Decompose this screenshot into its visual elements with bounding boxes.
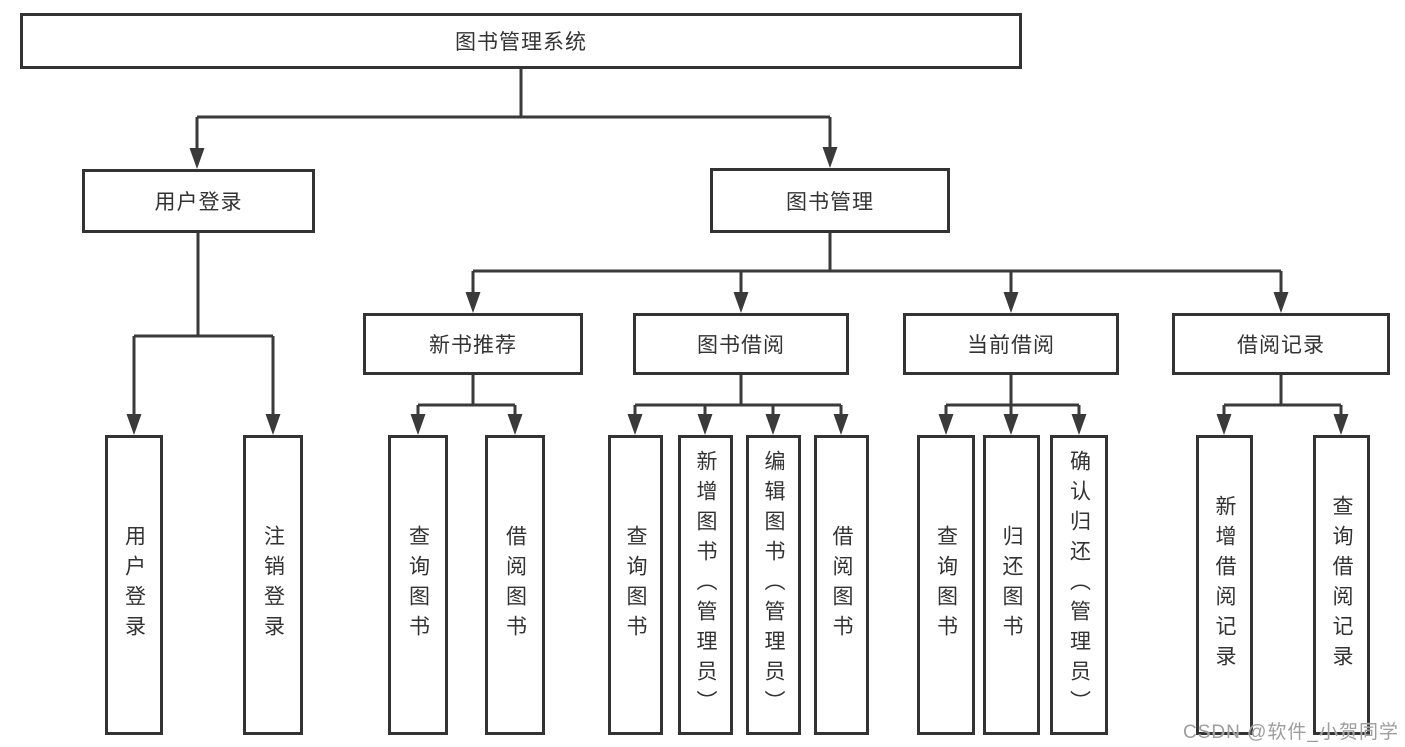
leaf-return-book: 归还图书	[983, 435, 1040, 735]
leaf-query-borrow-record: 查询借阅记录	[1313, 435, 1370, 735]
leaf-query-book-2: 查询图书	[608, 435, 663, 735]
node-label: 图书管理系统	[455, 31, 587, 54]
node-book-management: 图书管理	[710, 168, 950, 233]
connector-book-borrow-to-leaves	[627, 375, 849, 435]
leaf-add-book-admin: 新增图书（管理员）	[678, 435, 733, 735]
node-label: 图书借阅	[697, 334, 785, 357]
connector-user-login-to-leaves	[126, 233, 281, 435]
node-label: 图书管理	[786, 190, 874, 214]
node-label: 当前借阅	[967, 334, 1055, 357]
leaf-label: 查询图书	[406, 525, 430, 645]
leaf-label: 借阅图书	[830, 525, 853, 645]
node-label: 借阅记录	[1237, 334, 1325, 357]
leaf-label: 新增借阅记录	[1213, 495, 1236, 675]
connector-borrow-record-to-leaves	[1216, 375, 1349, 435]
leaf-label: 用户登录	[122, 525, 146, 645]
leaf-label: 新增图书（管理员）	[694, 450, 717, 720]
leaf-borrow-book-2: 借阅图书	[814, 435, 869, 735]
node-book-borrow: 图书借阅	[633, 313, 849, 375]
node-new-book-recommend: 新书推荐	[363, 313, 583, 375]
leaf-label: 注销登录	[261, 525, 285, 645]
node-borrow-record: 借阅记录	[1172, 313, 1390, 375]
leaf-confirm-return-admin: 确认归还（管理员）	[1050, 435, 1108, 735]
leaf-edit-book-admin: 编辑图书（管理员）	[746, 435, 801, 735]
leaf-add-borrow-record: 新增借阅记录	[1196, 435, 1253, 735]
connector-current-borrow-to-leaves	[938, 375, 1087, 435]
leaf-label: 查询借阅记录	[1330, 495, 1353, 675]
node-library-system: 图书管理系统	[20, 13, 1022, 69]
node-current-borrow: 当前借阅	[903, 313, 1119, 375]
connector-root-to-level2	[189, 68, 838, 169]
csdn-watermark: CSDN @软件_小贺同学	[1183, 722, 1399, 743]
leaf-label: 确认归还（管理员）	[1067, 450, 1091, 720]
leaf-label: 查询图书	[624, 525, 647, 645]
connector-book-mgmt-to-level3	[465, 233, 1289, 313]
connector-new-book-to-leaves	[410, 375, 523, 435]
leaf-query-book-1: 查询图书	[388, 435, 448, 735]
leaf-logout: 注销登录	[243, 435, 303, 735]
leaf-user-login: 用户登录	[105, 435, 163, 735]
node-label: 新书推荐	[429, 334, 517, 357]
node-label: 用户登录	[154, 191, 243, 214]
leaf-label: 查询图书	[934, 525, 958, 645]
leaf-borrow-book-1: 借阅图书	[485, 435, 545, 735]
leaf-label: 借阅图书	[503, 525, 527, 645]
node-user-login: 用户登录	[82, 169, 315, 233]
leaf-label: 编辑图书（管理员）	[762, 450, 785, 720]
leaf-query-book-3: 查询图书	[917, 435, 975, 735]
leaf-label: 归还图书	[1000, 525, 1023, 645]
